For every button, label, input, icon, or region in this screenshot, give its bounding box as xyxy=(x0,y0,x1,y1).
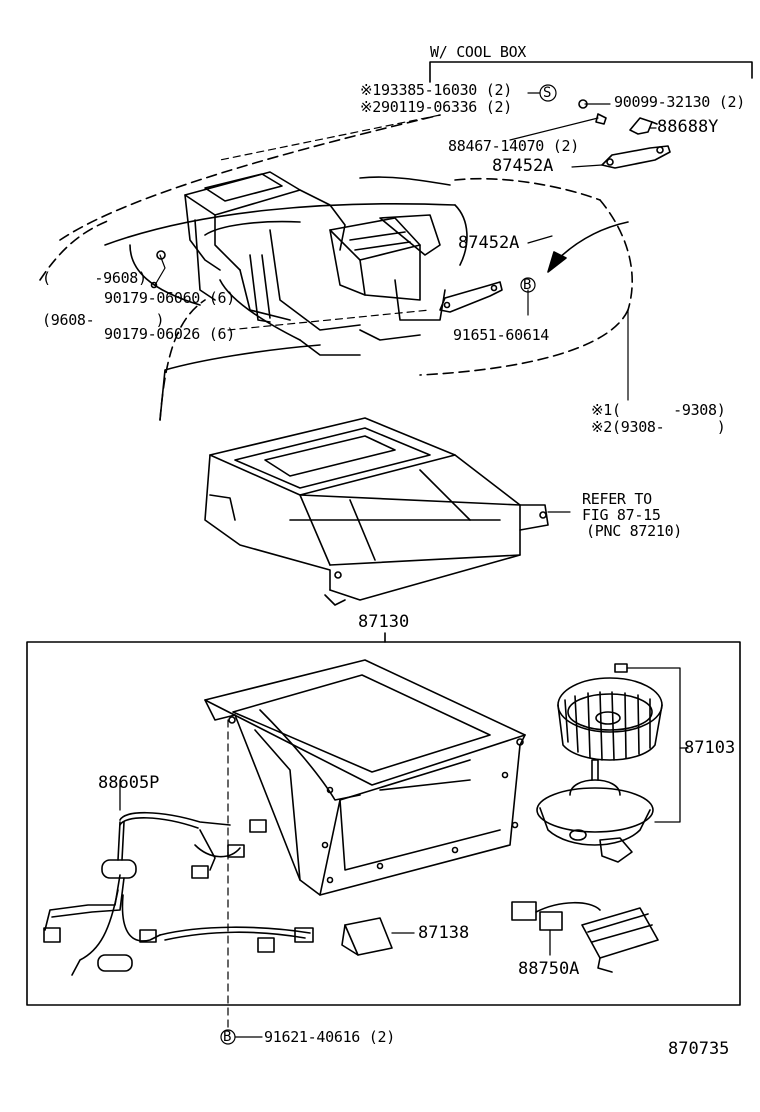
bracket-87452a-lower xyxy=(439,281,503,313)
sub-assembly-frame xyxy=(26,641,741,1006)
part-label-p18: 91621-40616 (2) xyxy=(264,1028,395,1046)
part-label-p11: 90179-06026 (6) xyxy=(104,325,235,343)
callout-87103 xyxy=(626,667,689,823)
diagram-number: 870735 xyxy=(668,1039,730,1059)
symbol-b-label-upper: B xyxy=(523,277,532,293)
dashboard-inner-outline xyxy=(104,176,468,421)
cool-box-bracket xyxy=(429,61,753,83)
part-label-p5: 88467-14070 (2) xyxy=(448,137,579,155)
dashed-leaders xyxy=(219,114,441,1031)
blower-fan xyxy=(557,677,663,761)
resistor-87138 xyxy=(341,917,415,956)
part-label-p6: 87452A xyxy=(492,156,554,176)
part-label-p2: ※290119-06336 (2) xyxy=(360,98,512,116)
date-note-1: ※1( -9308) xyxy=(591,401,726,419)
refer-line-1: REFER TO xyxy=(582,490,652,508)
part-label-p12: 91651-60614 xyxy=(453,326,550,344)
wire-harness xyxy=(43,779,314,976)
part-label-p8: ( -9608) xyxy=(42,269,147,287)
cool-box-note: W/ COOL BOX xyxy=(430,43,527,61)
relay-88750a xyxy=(511,901,659,973)
symbol-circles xyxy=(220,84,557,1045)
part-label-p7: 87452A xyxy=(458,233,520,253)
refer-line-3: (PNC 87210) xyxy=(586,522,683,540)
bracket-87452a-top xyxy=(601,145,671,169)
part-label-p15: 88605P xyxy=(98,773,160,793)
part-label-p16: 87138 xyxy=(418,923,470,943)
install-direction-arrow xyxy=(547,221,629,273)
leader-lines xyxy=(154,92,657,513)
part-label-p13: 87130 xyxy=(358,612,410,632)
clip-88688y xyxy=(629,117,658,135)
part-label-p3: 90099-32130 (2) xyxy=(614,93,745,111)
part-label-p14: 87103 xyxy=(684,738,736,758)
part-label-p17: 88750A xyxy=(518,959,580,979)
fan-nut xyxy=(614,663,628,673)
part-label-p9: 90179-06060 (6) xyxy=(104,289,235,307)
blower-case xyxy=(204,659,526,896)
symbol-s-label: S xyxy=(543,85,552,101)
date-note-2: ※2(9308- ) xyxy=(591,418,726,436)
blower-motor xyxy=(536,759,654,863)
refer-line-2: FIG 87-15 xyxy=(582,506,661,524)
heater-unit xyxy=(184,171,446,356)
symbol-b-label-lower: B xyxy=(223,1029,232,1045)
part-label-p10: (9608- ) xyxy=(42,311,165,329)
part-label-p4: 88688Y xyxy=(657,117,719,137)
cooling-unit-housing xyxy=(204,417,549,606)
part-label-p1: ※193385-16030 (2) xyxy=(360,81,512,99)
